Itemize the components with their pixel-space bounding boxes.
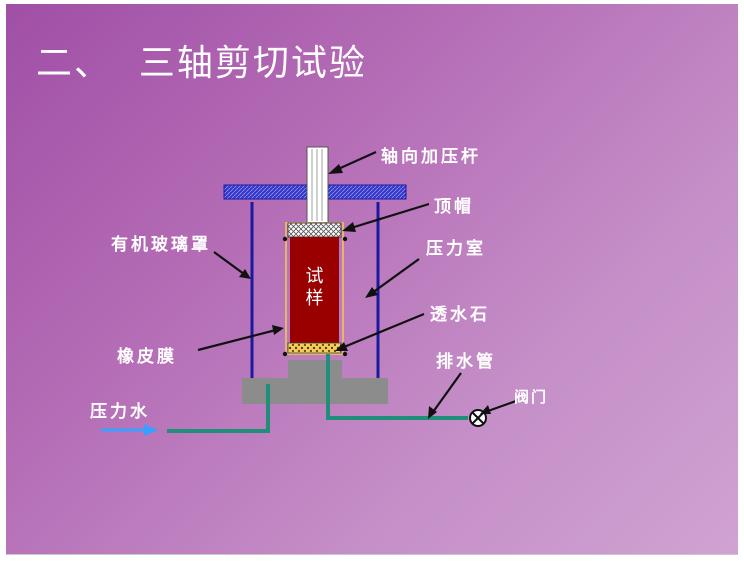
triaxial-apparatus-diagram: [101, 146, 517, 436]
label-drain-pipe: 排水管: [436, 352, 496, 372]
specimen-label: 试 样: [290, 266, 339, 310]
specimen-label-line1: 试: [305, 266, 324, 287]
label-axial-rod: 轴向加压杆: [381, 147, 481, 167]
label-top-cap: 顶帽: [434, 197, 474, 217]
axial-rod: [306, 146, 329, 224]
leader-arrows: [197, 150, 517, 419]
label-valve: 阀门: [514, 388, 549, 406]
label-plexiglass-cover: 有机玻璃罩: [111, 235, 211, 255]
label-rubber-membrane: 橡皮膜: [117, 347, 177, 367]
top-cap: [287, 222, 342, 238]
slide: 二、 三轴剪切试验: [6, 4, 738, 555]
pressure-water-pipe: [167, 384, 270, 433]
label-chamber: 压力室: [426, 239, 486, 259]
porous-stone: [287, 342, 342, 354]
slide-title: 二、 三轴剪切试验: [36, 43, 367, 84]
label-pressure-water: 压力水: [90, 402, 150, 422]
drain-pipe: [326, 354, 468, 420]
specimen: [290, 237, 339, 343]
specimen-label-line2: 样: [305, 288, 324, 309]
base-block: [242, 360, 388, 404]
pressure-water-arrow-icon: [101, 424, 158, 436]
label-porous-stone: 透水石: [430, 305, 490, 325]
